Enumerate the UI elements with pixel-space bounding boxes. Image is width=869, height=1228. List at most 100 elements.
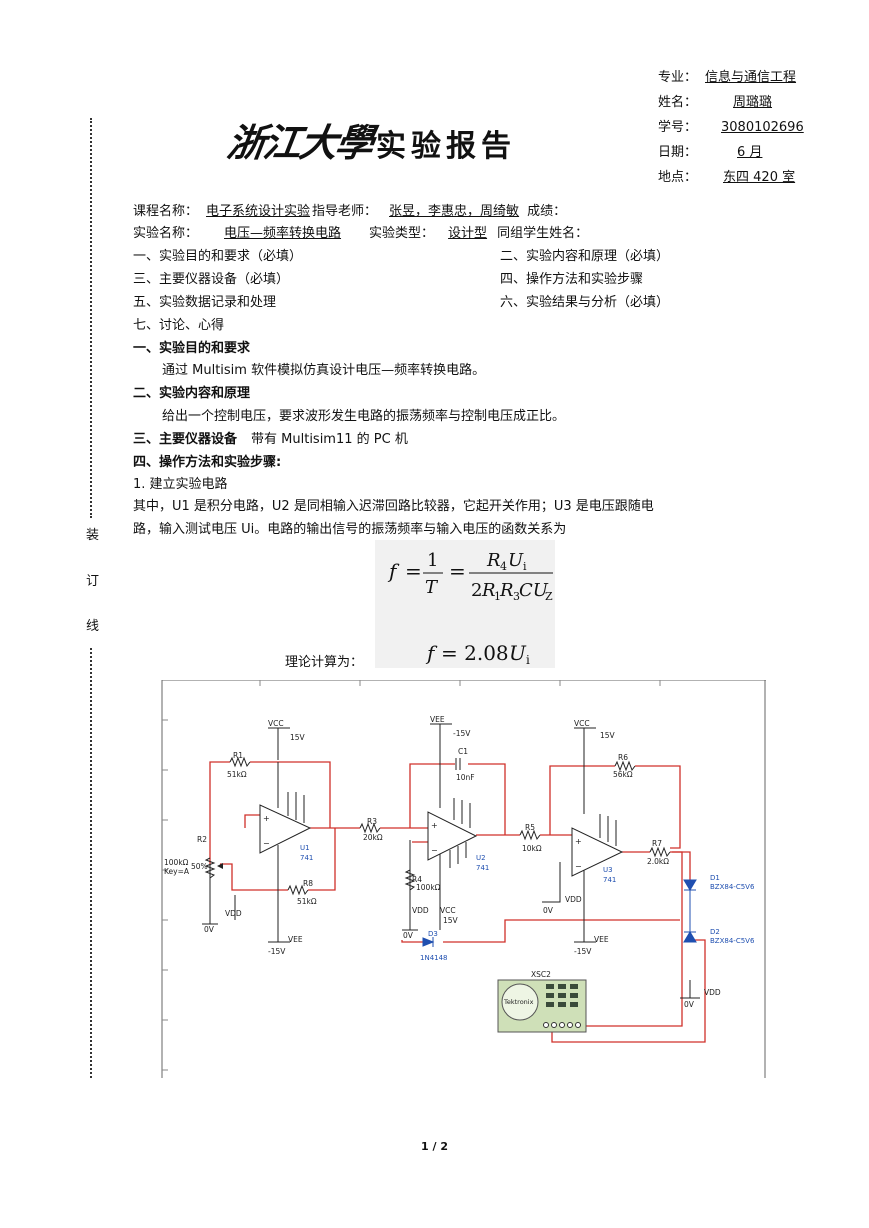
- section-3-body: 带有 Multisim11 的 PC 机: [251, 432, 408, 447]
- teacher-label: 指导老师：: [312, 204, 378, 219]
- date-row: 日期：6 月: [658, 141, 792, 160]
- svg-text:U: U: [508, 550, 524, 571]
- section-4-title: 四、操作方法和实验步骤:: [133, 455, 282, 470]
- svg-text:i: i: [526, 653, 530, 667]
- r2-percent: 50%: [191, 862, 208, 871]
- outline-item: 四、操作方法和实验步骤: [500, 272, 644, 287]
- section-3-row: 三、主要仪器设备带有 Multisim11 的 PC 机: [133, 428, 408, 447]
- c1-value: 10nF: [456, 773, 475, 782]
- u3-vee-label: VEE: [594, 935, 609, 944]
- u1-15v-label: 15V: [290, 733, 306, 742]
- svg-text:+: +: [431, 821, 438, 830]
- d1-label: D1: [710, 874, 720, 882]
- u3-vdd-label: VDD: [565, 895, 582, 904]
- section-4-step-1: 1. 建立实验电路: [133, 477, 228, 492]
- r1-value: 51kΩ: [227, 770, 247, 779]
- section-1-body: 通过 Multisim 软件模拟仿真设计电压—频率转换电路。: [162, 363, 486, 378]
- svg-text:+: +: [575, 837, 582, 846]
- r3-label: R3: [367, 817, 377, 826]
- partner-label: 同组学生姓名：: [497, 226, 589, 241]
- svg-text:1: 1: [494, 590, 501, 603]
- u2-vee-label: VEE: [430, 715, 445, 724]
- svg-text:−: −: [431, 846, 438, 855]
- section-3-title: 三、主要仪器设备: [133, 432, 238, 447]
- outline-item: 五、实验数据记录和处理: [133, 295, 277, 310]
- course-row: 课程名称：电子系统设计实验指导老师：张昱，李惠忠，周绮敏成绩：: [133, 200, 641, 219]
- partner-blank: [588, 226, 653, 241]
- svg-text:Z: Z: [545, 590, 553, 603]
- grade-label: 成绩：: [527, 204, 567, 219]
- svg-text:−: −: [575, 862, 582, 871]
- svg-text:= 2.08: = 2.08: [441, 641, 509, 665]
- svg-text:=: =: [405, 559, 422, 583]
- r5-label: R5: [525, 823, 535, 832]
- u2-type: 741: [476, 864, 489, 872]
- d1-type: BZX84-C5V6: [710, 883, 755, 891]
- c1-label: C1: [458, 747, 468, 756]
- id-label: 学号：: [658, 120, 698, 135]
- d-0v-label: 0V: [684, 1000, 695, 1009]
- theory-label: 理论计算为：: [285, 655, 364, 670]
- major-row: 专业：信息与通信工程: [658, 66, 802, 85]
- report-title: 实验报告: [376, 129, 517, 164]
- section-2-title: 二、实验内容和原理: [133, 386, 251, 401]
- major-value: 信息与通信工程: [705, 70, 797, 85]
- university-logo: 浙江大學: [224, 120, 375, 165]
- course-label: 课程名称：: [133, 204, 199, 219]
- section-4-paragraph: 路，输入测试电压 Ui。电路的输出信号的振荡频率与输入电压的函数关系为: [133, 522, 567, 537]
- id-value: 3080102696: [721, 120, 804, 135]
- experiment-type-label: 实验类型：: [369, 226, 435, 241]
- course-value: 电子系统设计实验: [206, 204, 311, 219]
- outline-item: 六、实验结果与分析（必填）: [500, 295, 670, 310]
- svg-text:R: R: [481, 580, 496, 601]
- r2-key: Key=A: [164, 867, 190, 876]
- svg-text:f: f: [387, 559, 400, 583]
- u3-m15v-label: -15V: [574, 947, 592, 956]
- name-row: 姓名：周璐璐: [658, 91, 808, 110]
- location-row: 地点：东四 420 室: [658, 166, 817, 185]
- location-value: 东四 420 室: [723, 170, 796, 185]
- section-2-body: 给出一个控制电压，要求波形发生电路的振荡频率与控制电压成正比。: [162, 409, 566, 424]
- u2-15v-label: 15V: [443, 916, 459, 925]
- report-header: 浙江大學实验报告: [224, 112, 517, 167]
- u3-15v-label: 15V: [600, 731, 616, 740]
- experiment-type-value: 设计型: [448, 226, 488, 241]
- binding-char: 订: [86, 574, 100, 589]
- outline-item: 一、实验目的和要求（必填）: [133, 249, 303, 264]
- r3-value: 20kΩ: [363, 833, 383, 842]
- r7-value: 2.0kΩ: [647, 857, 669, 866]
- r1-label: R1: [233, 751, 243, 760]
- r8-value: 51kΩ: [297, 897, 317, 906]
- r4-value: 100kΩ: [416, 883, 441, 892]
- date-value: 6 月: [737, 145, 763, 160]
- svg-text:=: =: [449, 559, 466, 583]
- experiment-row: 实验名称：电压—频率转换电路实验类型：设计型同组学生姓名：: [133, 222, 653, 241]
- d2-type: BZX84-C5V6: [710, 937, 755, 945]
- page-number: 1 / 2: [421, 1140, 448, 1153]
- svg-text:i: i: [523, 560, 527, 573]
- outline-item: 二、实验内容和原理（必填）: [500, 249, 670, 264]
- name-value: 周璐璐: [733, 95, 773, 110]
- u1-0v-label: 0V: [204, 925, 215, 934]
- r2-value: 100kΩ: [164, 858, 189, 867]
- u3-type: 741: [603, 876, 616, 884]
- experiment-name-label: 实验名称：: [133, 226, 199, 241]
- svg-text:−: −: [263, 839, 270, 848]
- u1-vdd-label: VDD: [225, 909, 242, 918]
- outline-item: 七、讨论、心得: [133, 318, 225, 333]
- svg-text:2: 2: [471, 580, 482, 601]
- u2-vdd-label: VDD: [412, 906, 429, 915]
- outline-item: 三、主要仪器设备（必填）: [133, 272, 290, 287]
- svg-text:4: 4: [500, 560, 507, 573]
- svg-text:R: R: [499, 580, 514, 601]
- section-4-paragraph: 其中，U1 是积分电路，U2 是同相输入迟滞回路比较器，它起开关作用；U3 是电…: [133, 499, 654, 514]
- u2-label: U2: [476, 854, 486, 862]
- xsc-label: XSC2: [531, 970, 551, 979]
- r6-value: 56kΩ: [613, 770, 633, 779]
- u1-m15v-label: -15V: [268, 947, 286, 956]
- svg-text:3: 3: [513, 590, 520, 603]
- u2-m15v-label: -15V: [453, 729, 471, 738]
- binding-dotted-line: [90, 118, 92, 518]
- section-1-title: 一、实验目的和要求: [133, 341, 251, 356]
- schematic-svg: +− +− +− VCC 15V R1 51kΩ R2 100k: [161, 679, 766, 1078]
